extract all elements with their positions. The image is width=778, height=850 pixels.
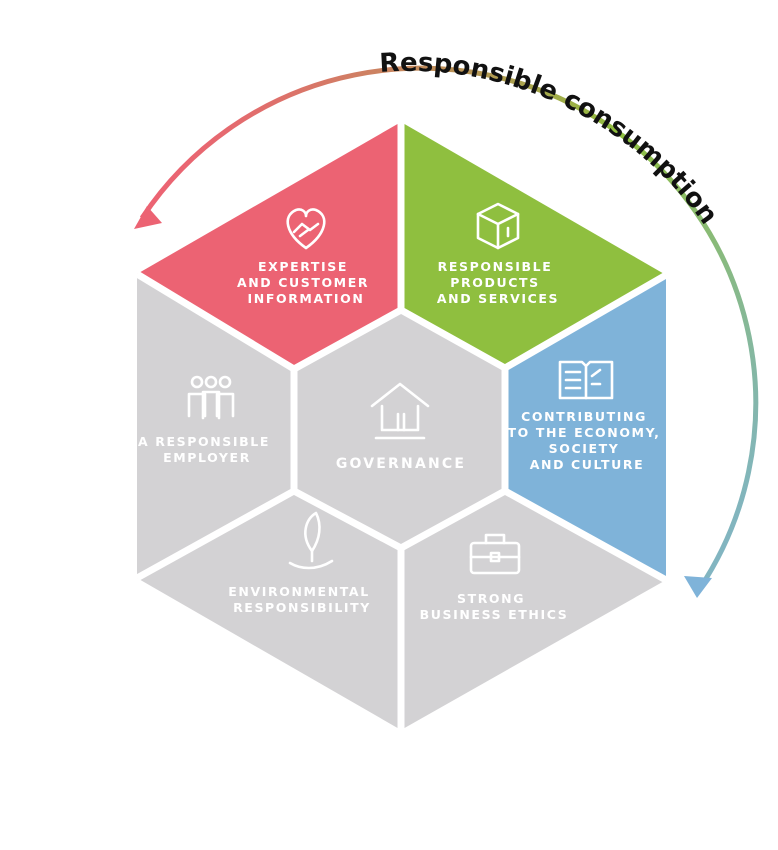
label-environment: ENVIRONMENTAL RESPONSIBILITY <box>228 584 375 615</box>
hand-leaf-icon <box>288 511 334 570</box>
label-line: RESPONSIBILITY <box>233 600 371 615</box>
divider-lower-left <box>135 487 296 582</box>
label-line: AND CUSTOMER <box>237 275 369 290</box>
divider-upper-left <box>135 271 296 372</box>
label-employer: A RESPONSIBLE EMPLOYER <box>138 434 276 465</box>
segment-expertise <box>137 122 401 369</box>
responsible-consumption-arrow <box>139 65 759 590</box>
people-group-icon <box>187 375 235 420</box>
segment-products <box>401 122 666 368</box>
label-expertise: EXPERTISE AND CUSTOMER INFORMATION <box>237 259 375 306</box>
label-line: A RESPONSIBLE <box>138 434 270 449</box>
label-line: TO THE ECONOMY, <box>508 425 661 440</box>
label-line: INFORMATION <box>248 291 365 306</box>
label-line: ENVIRONMENTAL <box>228 584 369 599</box>
label-line: SOCIETY <box>549 441 620 456</box>
label-ethics: STRONG BUSINESS ETHICS <box>420 591 569 622</box>
label-line: STRONG <box>457 591 525 606</box>
label-line: BUSINESS ETHICS <box>420 607 569 622</box>
label-line: RESPONSIBLE <box>438 259 553 274</box>
segment-employer <box>137 274 294 578</box>
box-icon <box>476 202 520 250</box>
label-line: AND CULTURE <box>530 457 645 472</box>
divider-upper-right <box>503 271 668 372</box>
arrow-head-left <box>134 206 162 229</box>
arrow-head-right <box>684 576 712 598</box>
label-products: RESPONSIBLE PRODUCTS AND SERVICES <box>437 259 559 306</box>
handshake-heart-icon <box>286 208 326 250</box>
segment-environment <box>137 491 401 730</box>
label-line: EMPLOYER <box>163 450 251 465</box>
divider-lower-right <box>503 487 668 584</box>
label-economy: CONTRIBUTING TO THE ECONOMY, SOCIETY AND… <box>508 409 667 472</box>
segment-economy <box>505 275 666 580</box>
segment-dividers <box>135 122 668 730</box>
segment-ethics <box>401 491 666 730</box>
open-book-icon <box>558 360 614 400</box>
label-line: EXPERTISE <box>258 259 348 274</box>
label-governance: GOVERNANCE <box>336 456 466 472</box>
label-line: CONTRIBUTING <box>521 409 647 424</box>
label-line: PRODUCTS <box>450 275 539 290</box>
label-line: AND SERVICES <box>437 291 559 306</box>
briefcase-icon <box>469 533 521 575</box>
building-icon <box>370 382 430 440</box>
